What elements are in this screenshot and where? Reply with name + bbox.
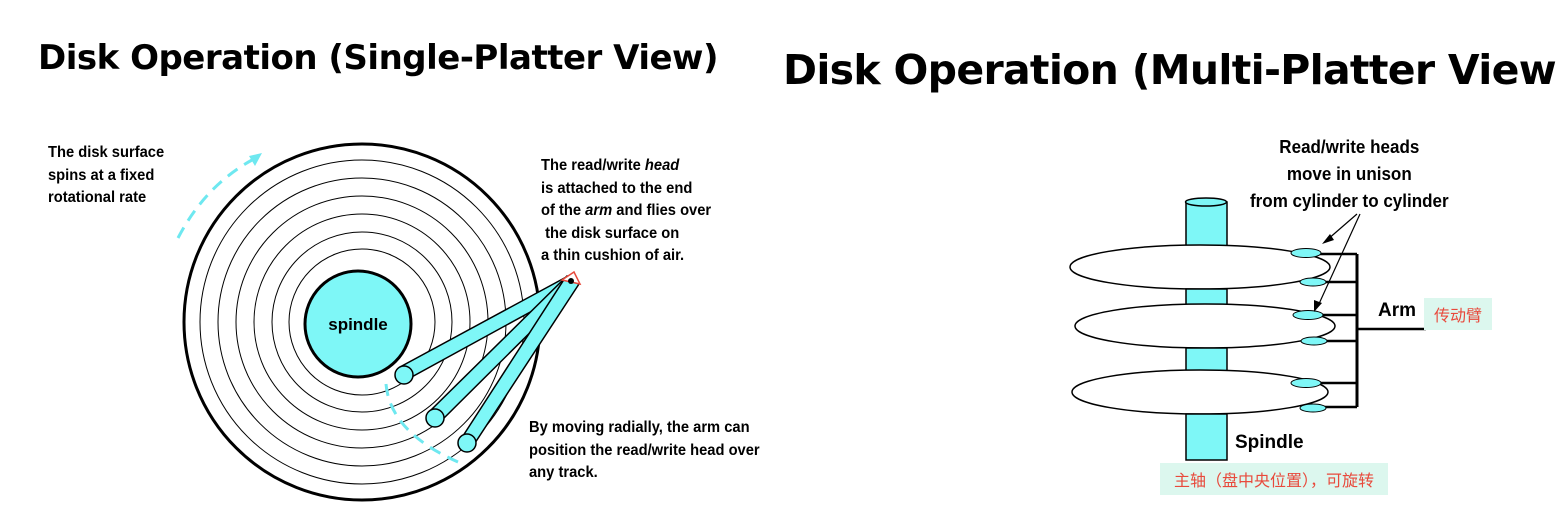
spindle-label: spindle [328,315,388,334]
multi-platter: Arm Spindle [1069,197,1426,461]
read-write-head [1292,310,1324,320]
arm-motion-arc [384,383,459,464]
track [271,231,453,413]
arm-tag: 传动臂 [1424,298,1493,330]
read-write-head [394,365,414,385]
platter [1069,244,1331,290]
move-note: By moving radially, the arm can position… [529,419,760,481]
spin-note: The disk surface spins at a fixed rotati… [48,144,165,206]
head-note-emphasis: arm [585,202,613,219]
read-write-head [1290,378,1322,388]
track [288,248,436,396]
head-note-text: The read/write [541,157,645,174]
spindle-label-right: Spindle [1235,432,1304,453]
rotation-arrow [176,153,262,239]
read-write-head [1300,336,1328,346]
pointer-arrow [1326,213,1358,241]
spindle-segment [1185,413,1228,461]
head-note-emphasis: head [644,157,680,174]
spindle [303,269,413,379]
read-write-head [425,408,445,428]
heads-note: Read/write heads move in unison from cyl… [1250,136,1449,211]
spindle-top [1184,197,1228,207]
head-note-text: is attached to the end of the [541,179,693,219]
read-write-arms [394,270,582,453]
pointer-arrow [1317,213,1361,307]
read-write-head [457,433,477,453]
left-title: Disk Operation (Single-Platter View) [38,38,719,78]
spindle-tag: 主轴（盘中央位置），可旋转 [1160,463,1389,495]
arm-label: Arm [1378,300,1416,321]
track [253,213,471,431]
read-write-head [1299,277,1327,287]
platter [1071,369,1329,415]
read-write-head [1299,403,1327,413]
platter [1074,303,1336,349]
right-title: Disk Operation (Multi-Platter View) [783,46,1556,94]
read-write-head [1290,248,1322,258]
head-note-text: and flies over the disk surface on a thi… [541,202,712,264]
head-note: The read/write head is attached to the e… [541,155,711,268]
arm-pivot-point [568,278,574,284]
